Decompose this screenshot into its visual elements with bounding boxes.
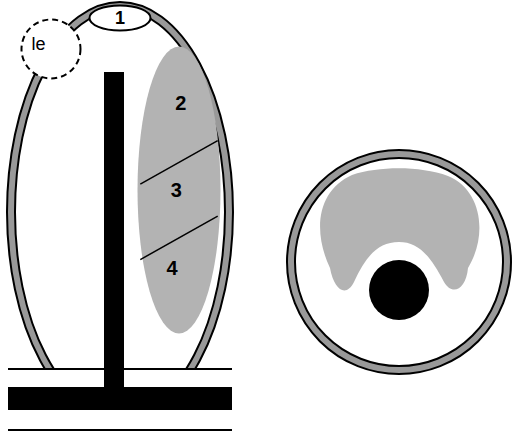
gray-region: 2 3 4 <box>136 45 222 335</box>
base-line <box>8 429 232 431</box>
callout-number: 1 <box>115 9 125 27</box>
stalk <box>104 72 124 392</box>
node-shape <box>20 18 82 80</box>
egg-outline <box>7 2 233 369</box>
callout-number: 3 <box>171 180 182 200</box>
dashed-circle: le <box>20 18 82 80</box>
callout-number: le <box>32 35 46 53</box>
cross-section <box>287 150 511 374</box>
label-oval: 1 <box>88 4 152 32</box>
callout-number: 4 <box>167 258 178 278</box>
callout-number: 2 <box>175 93 186 113</box>
